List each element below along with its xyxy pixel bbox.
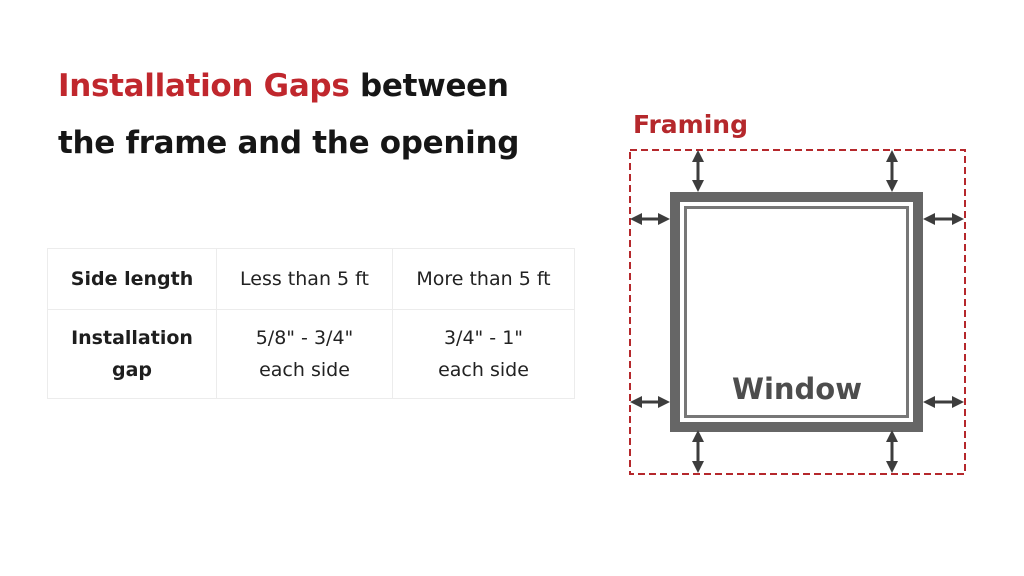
row-header-side-length: Side length bbox=[47, 248, 217, 310]
window-outer-frame bbox=[670, 192, 923, 432]
gap-note: each side bbox=[438, 359, 529, 381]
title-line-2: the frame and the opening bbox=[58, 125, 520, 161]
table-row: Installation gap 5/8" - 3/4" each side 3… bbox=[47, 309, 575, 399]
window-inner-frame bbox=[684, 206, 909, 418]
framing-dashed-border bbox=[629, 149, 966, 475]
framing-label: Framing bbox=[633, 110, 748, 139]
title-line-1: Installation Gaps between bbox=[58, 58, 519, 115]
gap-value: 3/4" - 1" bbox=[443, 327, 524, 349]
cell-gap-large: 3/4" - 1" each side bbox=[392, 309, 575, 399]
window-label: Window bbox=[731, 372, 863, 406]
gap-table: Side length Less than 5 ft More than 5 f… bbox=[47, 248, 575, 399]
table-row: Side length Less than 5 ft More than 5 f… bbox=[47, 248, 575, 310]
title-accent: Installation Gaps bbox=[58, 68, 350, 104]
page-title: Installation Gaps between the frame and … bbox=[58, 58, 519, 172]
header-line: Installation bbox=[71, 327, 193, 349]
title-rest: between bbox=[349, 68, 509, 104]
cell-gap-small: 5/8" - 3/4" each side bbox=[216, 309, 393, 399]
row-header-installation-gap: Installation gap bbox=[47, 309, 217, 399]
gap-value: 5/8" - 3/4" bbox=[255, 327, 354, 349]
gap-arrows bbox=[630, 150, 964, 473]
gap-note: each side bbox=[259, 359, 350, 381]
header-line: gap bbox=[111, 359, 153, 381]
cell-less-than-5ft: Less than 5 ft bbox=[216, 248, 393, 310]
